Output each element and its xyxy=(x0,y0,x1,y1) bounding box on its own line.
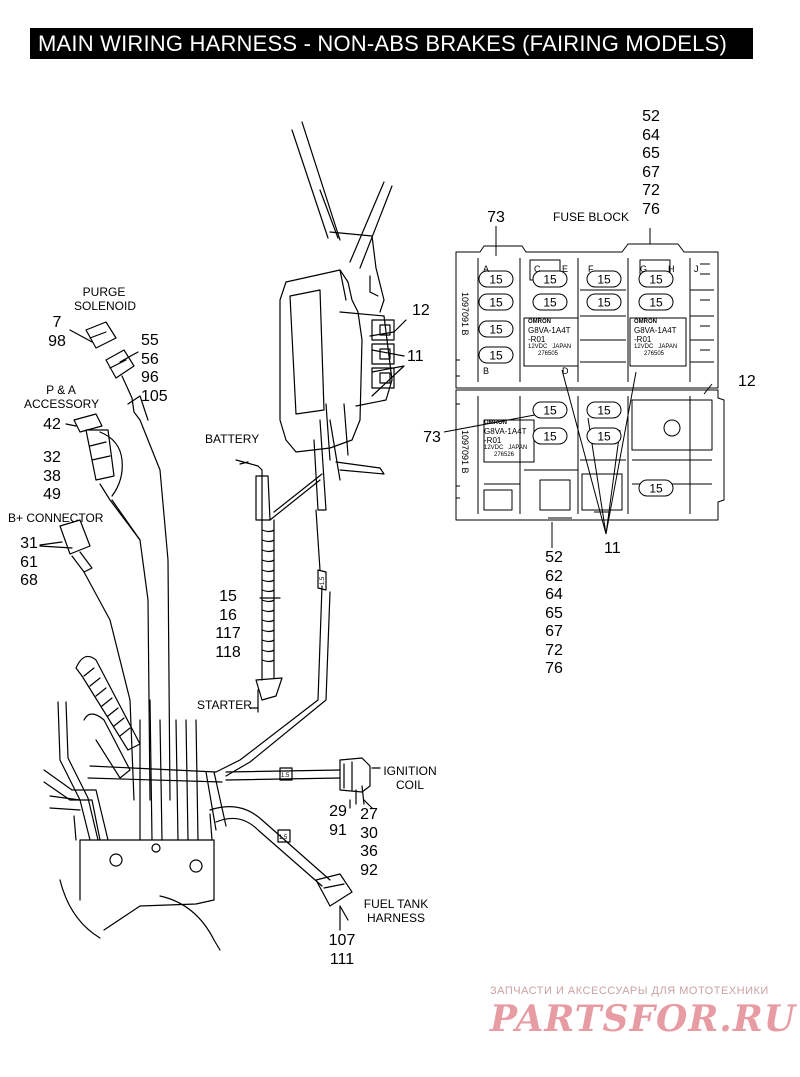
page-title: MAIN WIRING HARNESS - NON-ABS BRAKES (FA… xyxy=(30,28,753,59)
fuse-6: 15 xyxy=(532,293,568,311)
gauge-tag-center: 1.5 xyxy=(320,576,327,586)
col-letter-a: A xyxy=(483,264,490,274)
fuse-pills: 15 15 15 15 15 15 15 15 15 15 15 15 15 15 15 xyxy=(478,270,674,497)
svg-text:15: 15 xyxy=(489,349,503,363)
callout-frame-12: 12 xyxy=(412,302,430,319)
purge-solenoid-label: PURGE SOLENOID xyxy=(74,285,137,313)
fuse-9: 15 xyxy=(478,320,514,338)
fuse-5: 15 xyxy=(478,293,514,311)
col-letter-h: H xyxy=(668,264,675,274)
col-letter-f: F xyxy=(588,264,594,274)
callout-frame-11: 11 xyxy=(407,348,424,365)
fuse-block xyxy=(443,226,725,548)
watermark-logo: PARTSFOR.RU xyxy=(490,998,797,1040)
callout-fuse-73-top: 73 xyxy=(487,209,505,226)
svg-text:15: 15 xyxy=(489,273,503,287)
col-letter-c: C xyxy=(534,264,541,274)
fuse-block-label: FUSE BLOCK xyxy=(553,210,630,224)
svg-text:15: 15 xyxy=(597,273,611,287)
fuse-10: 15 xyxy=(478,346,514,364)
svg-text:15: 15 xyxy=(543,430,557,444)
fuse-block-side-code-top: 1097091 B xyxy=(460,292,470,336)
callout-fuse-73-left: 73 xyxy=(423,429,441,446)
fuse-14: 15 xyxy=(586,427,622,445)
fuse-2: 15 xyxy=(532,270,568,288)
svg-text:15: 15 xyxy=(597,296,611,310)
fuse-1: 15 xyxy=(478,270,514,288)
fuse-13: 15 xyxy=(532,427,568,445)
svg-text:15: 15 xyxy=(649,296,663,310)
col-letter-j: J xyxy=(694,264,699,274)
callout-pa-42: 42 xyxy=(43,416,61,433)
svg-text:15: 15 xyxy=(543,273,557,287)
svg-text:15: 15 xyxy=(597,404,611,418)
callout-fuse-11: 11 xyxy=(604,540,621,557)
fuse-4: 15 xyxy=(638,270,674,288)
svg-text:15: 15 xyxy=(649,273,663,287)
starter-label: STARTER xyxy=(197,698,252,712)
pa-accessory-label: P & A ACCESSORY xyxy=(24,383,100,411)
svg-text:15: 15 xyxy=(543,404,557,418)
battery-label: BATTERY xyxy=(205,432,260,446)
frame-upper xyxy=(279,121,395,511)
relay-1-text: OMRON G8VA-1A4T -R01 12VDC JAPAN 276505 xyxy=(528,319,572,357)
fuse-8: 15 xyxy=(638,293,674,311)
col-letter-b: B xyxy=(483,366,490,376)
svg-text:15: 15 xyxy=(543,296,557,310)
gauge-tag-fuel: 1.5 xyxy=(279,835,288,841)
relay-3-text: OMRON G8VA-1A4T -R01 12VDC JAPAN 276526 xyxy=(484,420,528,458)
fuse-3: 15 xyxy=(586,270,622,288)
svg-text:15: 15 xyxy=(489,323,503,337)
col-letter-g: G xyxy=(640,264,648,274)
b-plus-connector-label: B+ CONNECTOR xyxy=(8,511,104,525)
fuse-11: 15 xyxy=(532,401,568,419)
fuse-block-side-code-bottom: 1097091 B xyxy=(460,430,470,474)
fuel-tank-harness-label: FUEL TANK HARNESS xyxy=(363,897,429,925)
callout-fuse-12: 12 xyxy=(738,373,756,390)
col-letter-e: E xyxy=(562,264,569,274)
gauge-tag-ignition: 1.5 xyxy=(281,773,290,779)
svg-text:15: 15 xyxy=(597,430,611,444)
fuse-15: 15 xyxy=(638,479,674,497)
fuse-12: 15 xyxy=(586,401,622,419)
watermark-caption: ЗАПЧАСТИ И АКСЕССУАРЫ ДЛЯ МОТОТЕХНИКИ xyxy=(490,985,769,997)
svg-text:15: 15 xyxy=(649,482,663,496)
fuse-7: 15 xyxy=(586,293,622,311)
ignition-coil-label: IGNITION COIL xyxy=(383,764,437,792)
svg-text:15: 15 xyxy=(489,296,503,310)
col-letter-d: D xyxy=(562,366,569,376)
relay-2-text: OMRON G8VA-1A4T -R01 12VDC JAPAN 276505 xyxy=(634,319,678,357)
